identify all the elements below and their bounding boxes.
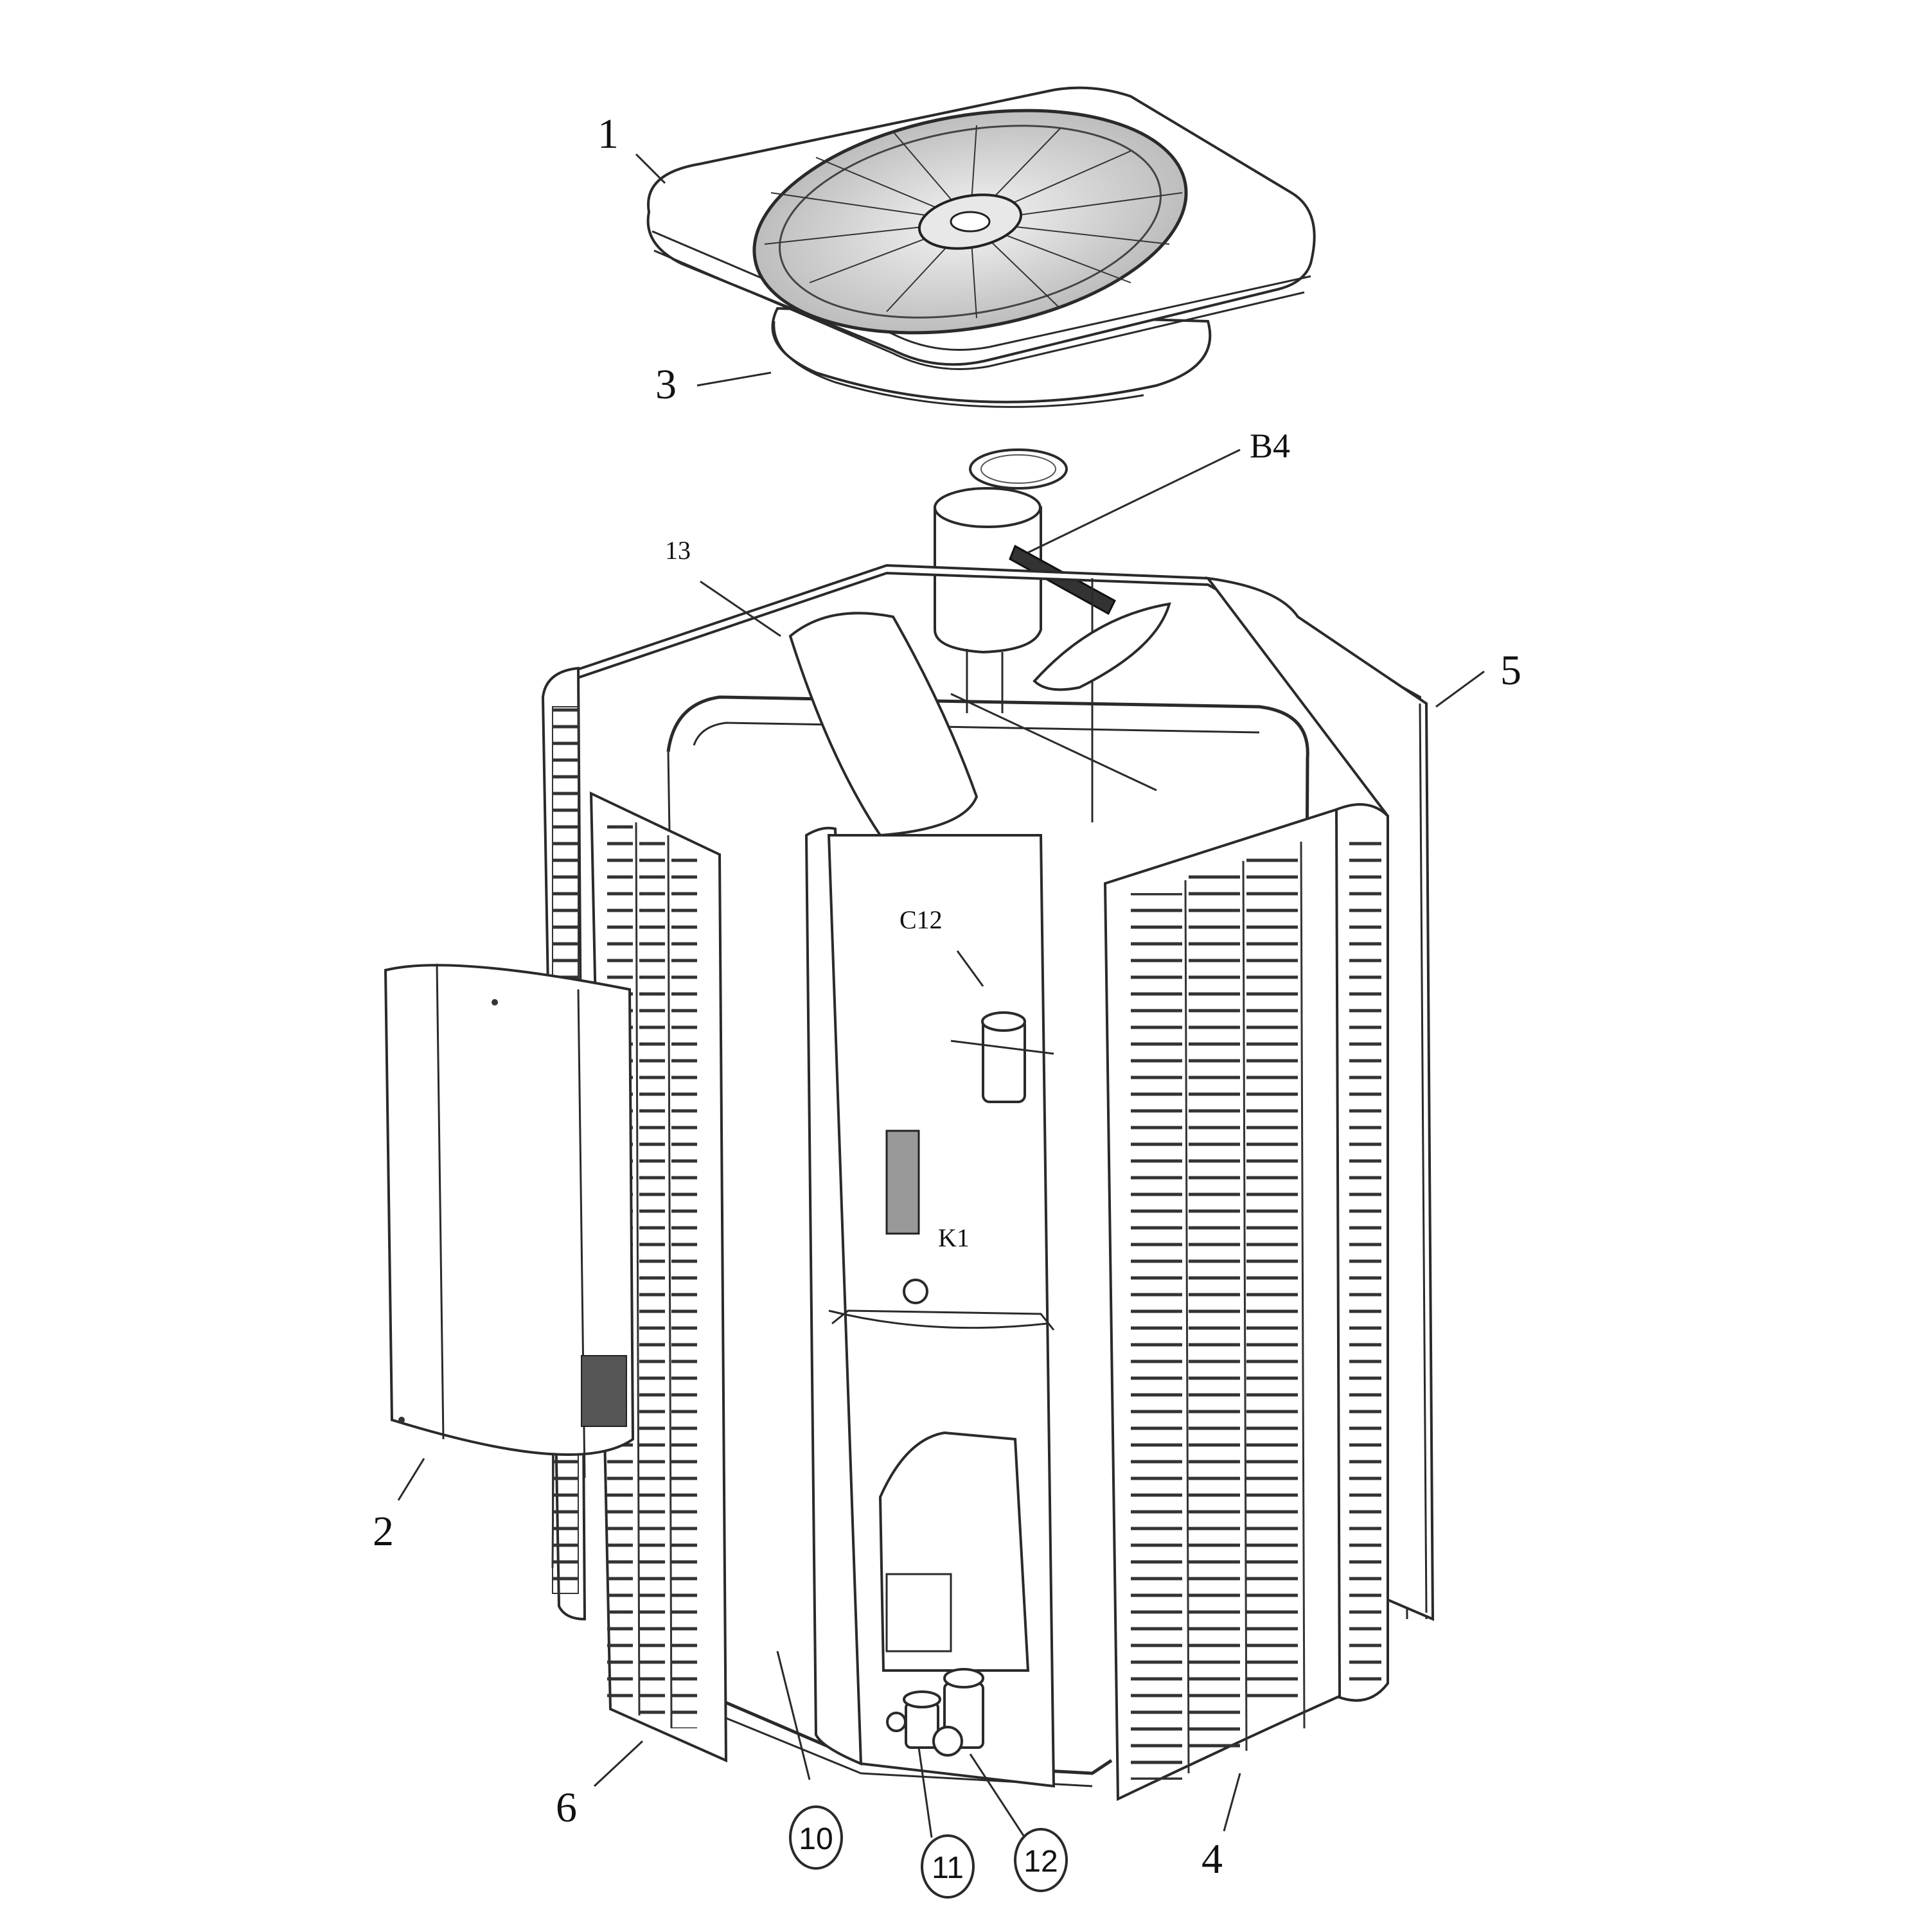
callout-5: 5 bbox=[1500, 647, 1521, 694]
callout-3: 3 bbox=[655, 361, 677, 408]
callout-6: 6 bbox=[556, 1784, 577, 1831]
fan-motor-b4 bbox=[934, 487, 1116, 713]
fan-top-cover bbox=[646, 86, 1316, 408]
fan-blade bbox=[788, 602, 1171, 837]
leader-2 bbox=[397, 1458, 425, 1501]
leader-lines bbox=[397, 153, 1485, 1838]
service-valves bbox=[886, 1668, 984, 1757]
leader-5 bbox=[1435, 670, 1485, 708]
leader-13 bbox=[700, 580, 781, 637]
leader-10 bbox=[776, 1651, 811, 1780]
callout-10: 10 bbox=[799, 1822, 833, 1856]
louvered-panel-4 bbox=[1103, 808, 1342, 1802]
capacitor-c12 bbox=[950, 1011, 1054, 1103]
callout-c12: C12 bbox=[900, 905, 943, 934]
service-valve-11 bbox=[886, 1690, 941, 1749]
leader-11 bbox=[917, 1747, 933, 1838]
service-panel-10 bbox=[804, 826, 1056, 1788]
service-valve-12 bbox=[932, 1668, 984, 1757]
callout-labels: 1 3 B4 13 5 C12 K1 2 6 4 bbox=[373, 111, 1521, 1883]
leader-c12 bbox=[956, 950, 984, 987]
circled-callout-10: 10 bbox=[789, 1805, 843, 1870]
callout-13: 13 bbox=[665, 536, 691, 565]
leader-b4 bbox=[1027, 448, 1241, 554]
callout-k1: K1 bbox=[938, 1223, 970, 1252]
leader-6 bbox=[593, 1740, 644, 1787]
leader-12 bbox=[969, 1753, 1026, 1838]
callout-1: 1 bbox=[598, 111, 619, 157]
access-panel-2 bbox=[384, 963, 635, 1478]
callout-12: 12 bbox=[1024, 1845, 1058, 1879]
leader-4 bbox=[1223, 1773, 1241, 1832]
callout-11: 11 bbox=[932, 1851, 964, 1885]
right-coil-guard bbox=[1335, 803, 1389, 1702]
leader-1 bbox=[635, 153, 666, 184]
circled-callout-12: 12 bbox=[1014, 1828, 1068, 1892]
circled-callout-11: 11 bbox=[921, 1834, 975, 1899]
motor-mount-plate bbox=[969, 448, 1068, 490]
callout-4: 4 bbox=[1201, 1836, 1223, 1883]
leader-3 bbox=[696, 371, 772, 387]
callout-b4: B4 bbox=[1250, 427, 1290, 465]
callout-2: 2 bbox=[373, 1508, 394, 1555]
